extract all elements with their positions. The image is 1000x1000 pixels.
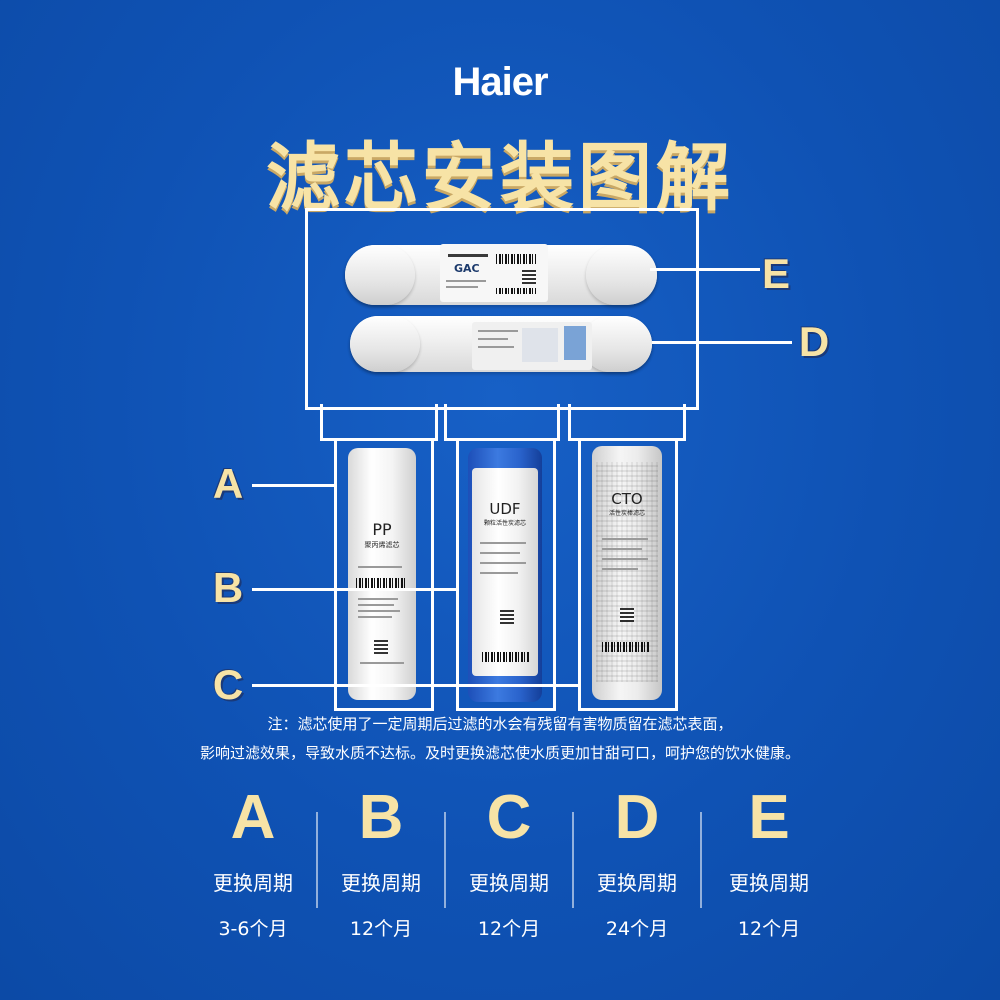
filter-e-cap-left <box>345 245 415 305</box>
line-a <box>252 484 336 487</box>
cycle-divider-2 <box>444 812 446 908</box>
frame-a-top-right <box>408 438 431 441</box>
cycle-a-letter: A <box>230 783 276 852</box>
marker-b: B <box>212 564 244 611</box>
cycle-divider-4 <box>700 812 702 908</box>
connector-middle <box>444 404 560 441</box>
filter-cto: CTO 活性炭棒滤芯 <box>592 446 662 700</box>
cycle-a-period: 3-6个月 <box>218 918 288 940</box>
filter-pp: PP 聚丙烯滤芯 <box>348 448 416 700</box>
filter-e-cap-right <box>586 245 657 305</box>
cycle-b: B 更换周期 12个月 <box>318 785 444 941</box>
line-e <box>650 268 760 271</box>
cycle-d-period: 24个月 <box>605 918 669 940</box>
frame-b-top-right <box>536 438 553 441</box>
frame-b <box>456 438 556 711</box>
marker-d: D <box>798 318 830 365</box>
filter-d-label <box>472 322 592 370</box>
page-title: 滤芯安装图解 <box>266 135 734 221</box>
brand-logo: Haier <box>452 60 548 104</box>
filter-e-label: GAC <box>440 244 548 302</box>
marker-c: C <box>212 661 244 708</box>
cycle-c-letter: C <box>486 783 532 852</box>
filter-pp-name: PP <box>372 520 392 539</box>
cycle-divider-3 <box>572 812 574 908</box>
filter-d-cap-left <box>350 316 420 372</box>
frame-c-top-right <box>654 438 675 441</box>
filter-cto-name: CTO <box>611 490 643 508</box>
cycle-a: A 更换周期 3-6个月 <box>190 785 316 941</box>
line-d <box>652 341 792 344</box>
frame-a <box>334 438 434 711</box>
marker-e: E <box>761 250 790 297</box>
filter-cto-subtitle: 活性炭棒滤芯 <box>608 510 645 517</box>
filter-e-label-text: GAC <box>454 262 480 275</box>
cycle-b-label: 更换周期 <box>341 871 421 895</box>
line-c <box>252 684 580 687</box>
cycle-d: D 更换周期 24个月 <box>574 785 700 941</box>
filter-udf: UDF 颗粒活性炭滤芯 <box>468 448 542 702</box>
note-line-1: 注：滤芯使用了一定周期后过滤的水会有残留有害物质留在滤芯表面， <box>267 715 733 733</box>
connector-right <box>568 404 686 441</box>
cycle-a-label: 更换周期 <box>213 871 293 895</box>
frame-c <box>578 438 678 711</box>
cycle-e-letter: E <box>748 783 790 852</box>
cycle-d-label: 更换周期 <box>597 871 677 895</box>
cycle-c-period: 12个月 <box>477 918 541 940</box>
cycle-c: C 更换周期 12个月 <box>446 785 572 941</box>
connector-left <box>320 404 438 441</box>
filter-d-cap-right <box>582 316 652 372</box>
cycle-c-label: 更换周期 <box>469 871 549 895</box>
cycle-e: E 更换周期 12个月 <box>706 785 832 941</box>
filter-pp-subtitle: 聚丙烯滤芯 <box>364 541 400 549</box>
filter-udf-subtitle: 颗粒活性炭滤芯 <box>483 520 526 527</box>
cycle-d-letter: D <box>614 783 660 852</box>
marker-a: A <box>212 460 244 507</box>
note-line-2: 影响过滤效果，导致水质不达标。及时更换滤芯使水质更加甘甜可口，呵护您的饮水健康。 <box>199 744 800 762</box>
cycle-divider-1 <box>316 812 318 908</box>
frame-b-top-left <box>456 438 471 441</box>
filter-udf-name: UDF <box>489 500 521 518</box>
line-b <box>252 588 458 591</box>
cycle-e-period: 12个月 <box>737 918 801 940</box>
frame-a-top-left <box>334 438 354 441</box>
filter-udf-sleeve: UDF 颗粒活性炭滤芯 <box>472 468 538 676</box>
cycle-e-label: 更换周期 <box>729 871 809 895</box>
cycle-b-letter: B <box>358 783 404 852</box>
cycle-b-period: 12个月 <box>349 918 413 940</box>
top-filter-frame <box>305 208 699 410</box>
frame-c-top-left <box>578 438 593 441</box>
